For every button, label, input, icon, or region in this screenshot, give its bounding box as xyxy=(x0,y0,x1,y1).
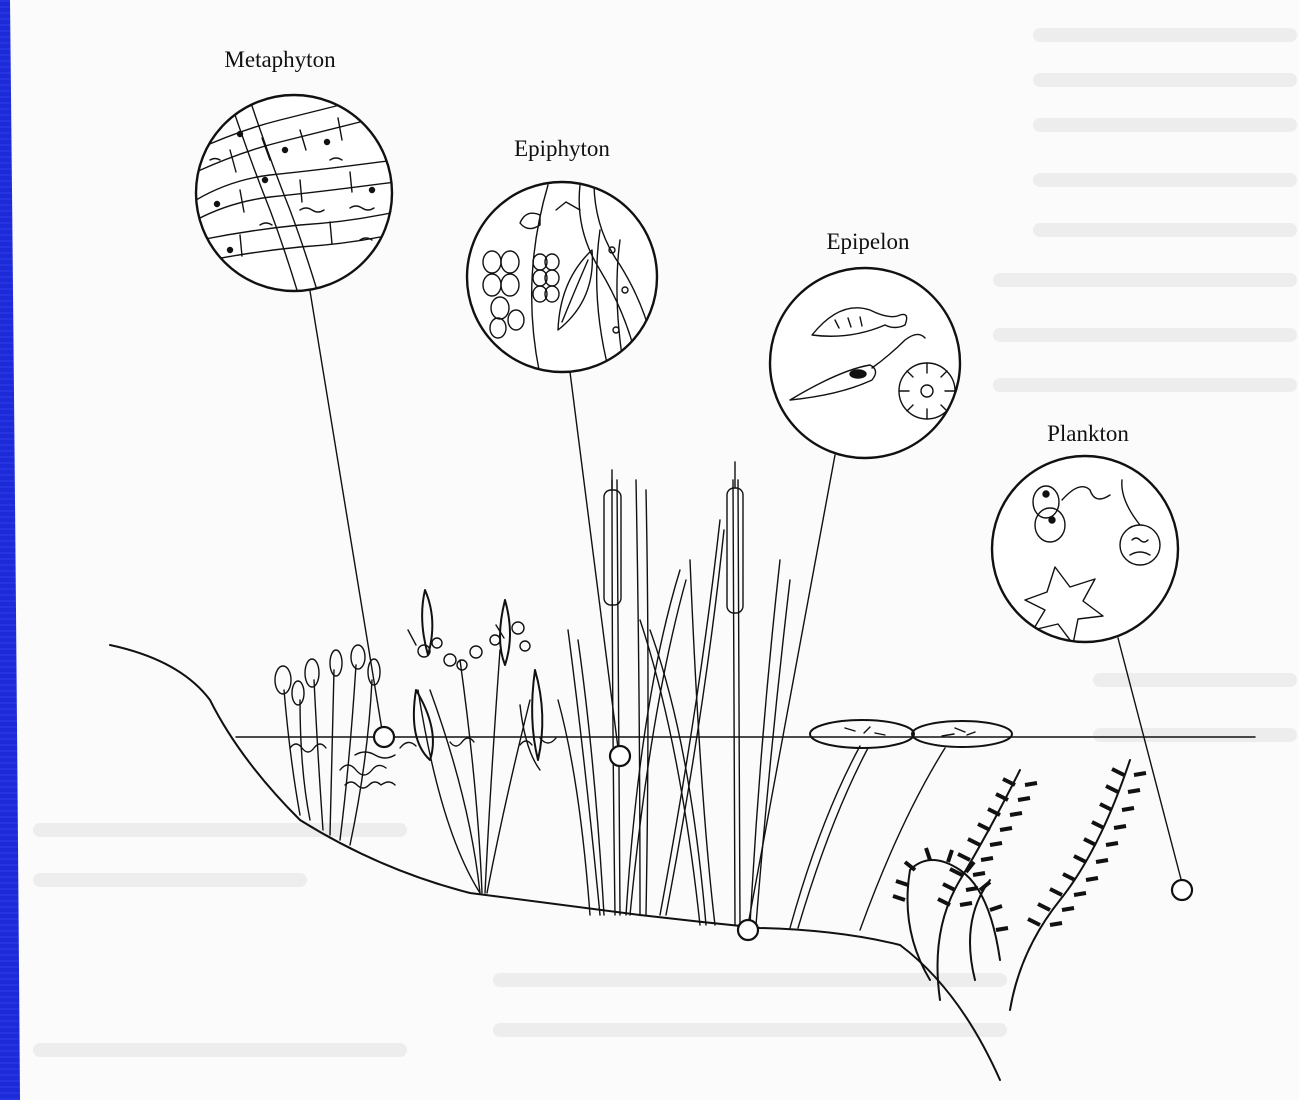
metaphyton-label: Metaphyton xyxy=(224,47,336,72)
epiphyton-label: Epiphyton xyxy=(514,136,610,161)
epipelon-magnified-view xyxy=(770,268,960,458)
epiphyton-pin xyxy=(610,746,630,766)
epiphyton-magnified-view xyxy=(467,182,657,375)
plankton-label: Plankton xyxy=(1047,421,1129,446)
plankton-magnified-view xyxy=(992,456,1178,644)
plankton-pin xyxy=(1172,880,1192,900)
epipelon-label: Epipelon xyxy=(826,229,910,254)
epipelon-pin xyxy=(738,920,758,940)
metaphyton-pin xyxy=(374,727,394,747)
